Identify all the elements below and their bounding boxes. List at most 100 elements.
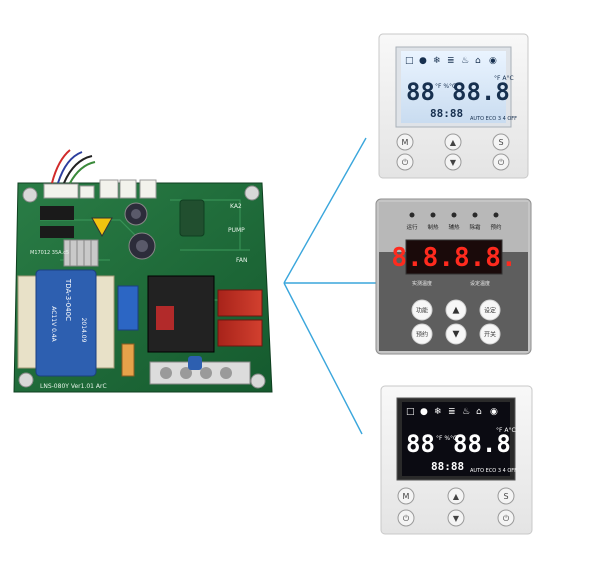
top-panel-button-0[interactable]: M: [396, 133, 414, 151]
ic-chip: [40, 206, 74, 220]
middle-panel-button-label: ▼: [453, 330, 460, 340]
right-unit-label: °F A°C: [494, 75, 514, 82]
bottom-panel-button-label: S: [503, 492, 508, 501]
clock-display: 88:88: [430, 107, 463, 120]
bottom-panel-button-0[interactable]: M: [397, 487, 415, 505]
top-status-icon: ≣: [447, 56, 455, 66]
led-display: [405, 239, 503, 275]
indicator-led-row: 运行 制热 辅热 除霜 预约: [406, 212, 502, 231]
indicator-led: [451, 212, 457, 218]
bottom-panel-button-1[interactable]: ▲: [447, 487, 465, 505]
mode-text: AUTO ECO 3 4 OFF: [470, 116, 517, 122]
silk-label-pump: PUMP: [228, 227, 245, 234]
bottom-status-icon: ♨: [462, 407, 470, 417]
bottom-panel-button-label: ▼: [453, 514, 460, 523]
bottom-panel-button-3[interactable]: ⏻: [397, 509, 415, 527]
middle-panel-button-label: 开关: [484, 331, 496, 339]
connector-header: [139, 179, 157, 199]
left-unit-label: °F %°C: [436, 435, 457, 442]
warning-label: [91, 217, 113, 238]
silk-label-ka2: KA2: [230, 203, 242, 210]
bottom-panel-button-label: ⏻: [503, 514, 510, 523]
clock-display: 88:88: [431, 460, 464, 473]
indicator-label: 运行: [406, 223, 418, 231]
middle-panel-button-5[interactable]: 开关: [479, 323, 501, 345]
top-panel-button-label: ⏻: [498, 158, 505, 167]
indicator-label: 制热: [427, 223, 439, 231]
bottom-status-icon: ●: [420, 407, 428, 417]
thermostat-panel-top: □●❄≣♨⌂◉ 88 °F %°C 88.8 °F A°C 88:88 AUTO…: [378, 33, 529, 179]
bottom-panel-button-2[interactable]: S: [497, 487, 515, 505]
mode-text: AUTO ECO 3 4 OFF: [470, 468, 517, 474]
indicator-led: [409, 212, 415, 218]
top-panel-button-5[interactable]: ⏻: [492, 153, 510, 171]
bottom-panel-button-label: M: [403, 492, 410, 501]
left-unit-label: °F %°C: [435, 83, 456, 90]
top-panel-button-2[interactable]: S: [492, 133, 510, 151]
top-panel-button-1[interactable]: ▲: [444, 133, 462, 151]
film-capacitor: [117, 285, 139, 331]
top-status-icon: ◉: [489, 56, 497, 66]
bottom-panel-button-label: ▲: [453, 492, 460, 501]
indicator-label: 辅热: [448, 223, 460, 231]
top-status-icon: ❄: [433, 56, 441, 66]
bottom-status-icon: ≣: [448, 407, 456, 417]
top-panel-button-label: ▼: [450, 158, 457, 167]
middle-panel-button-1[interactable]: ▲: [445, 299, 467, 321]
led-digits: 8.8.8.8.: [391, 243, 516, 273]
lcd-screen: [402, 402, 510, 476]
middle-panel-button-2[interactable]: 设定: [479, 299, 501, 321]
middle-panel-button-label: 设定: [484, 307, 496, 315]
silk-part-code: M17012 35A.c5: [30, 250, 69, 256]
top-panel-button-label: S: [498, 138, 503, 147]
button-grid: M ▲ S ⏻ ▼ ⏻: [396, 133, 510, 171]
wire-harness: [51, 149, 96, 184]
middle-panel-button-0[interactable]: 功能: [411, 299, 433, 321]
connector-header: [79, 185, 95, 199]
bottom-status-icon: ⌂: [476, 407, 482, 417]
top-panel-button-4[interactable]: ▼: [444, 153, 462, 171]
right-digit-display: 88.8: [453, 430, 511, 458]
right-digit-display: 88.8: [452, 78, 510, 106]
middle-panel-button-label: ▲: [453, 306, 460, 316]
indicator-label: 预约: [490, 223, 502, 231]
indicator-led: [430, 212, 436, 218]
transformer-model: TDA-3-040C: [64, 278, 72, 321]
left-digit-display: 88: [406, 430, 435, 458]
button-grid: M ▲ S ⏻ ▼ ⏻: [397, 487, 515, 527]
indicator-label: 除霜: [469, 223, 481, 231]
lcd-screen: [401, 51, 506, 123]
transformer-rating: AC11V 0.4A: [50, 306, 57, 342]
middle-panel-button-4[interactable]: ▼: [445, 323, 467, 345]
top-status-icon: ⌂: [475, 56, 481, 66]
connector-header: [43, 183, 79, 199]
top-panel-button-3[interactable]: ⏻: [396, 153, 414, 171]
mounting-hole: [18, 372, 34, 388]
controller-pcb: TDA-3-040C AC11V 0.4A 2014.09 KA2 PUMP F…: [13, 149, 273, 393]
relay: [217, 319, 263, 347]
connector-line-bottom: [283, 282, 363, 435]
pcb-cutout: [179, 199, 205, 237]
silk-label-fan: FAN: [236, 257, 248, 264]
bottom-status-icon: ❄: [434, 407, 442, 417]
top-panel-button-label: ▲: [450, 138, 457, 147]
terminal-block: [149, 361, 251, 385]
top-panel-button-label: M: [402, 138, 409, 147]
middle-panel-button-3[interactable]: 预约: [411, 323, 433, 345]
transformer-date: 2014.09: [80, 318, 87, 343]
bottom-status-icon: □: [406, 407, 415, 417]
connector-lines: [283, 137, 376, 435]
bottom-panel-button-4[interactable]: ▼: [447, 509, 465, 527]
heat-sink: [63, 239, 99, 267]
main-relay: [147, 275, 215, 353]
top-status-icon: □: [405, 56, 414, 66]
connector-header: [119, 179, 137, 199]
connector-line-top: [283, 137, 367, 284]
bottom-panel-button-5[interactable]: ⏻: [497, 509, 515, 527]
status-icon-row: □●❄≣♨⌂◉: [405, 56, 497, 66]
bottom-panel-button-label: ⏻: [403, 514, 410, 523]
silk-board-version: LNS-080Y Ver1.01 ArC: [40, 383, 107, 390]
right-unit-label: °F A°C: [496, 427, 516, 434]
status-icon-row: □●❄≣♨⌂◉: [406, 407, 498, 417]
